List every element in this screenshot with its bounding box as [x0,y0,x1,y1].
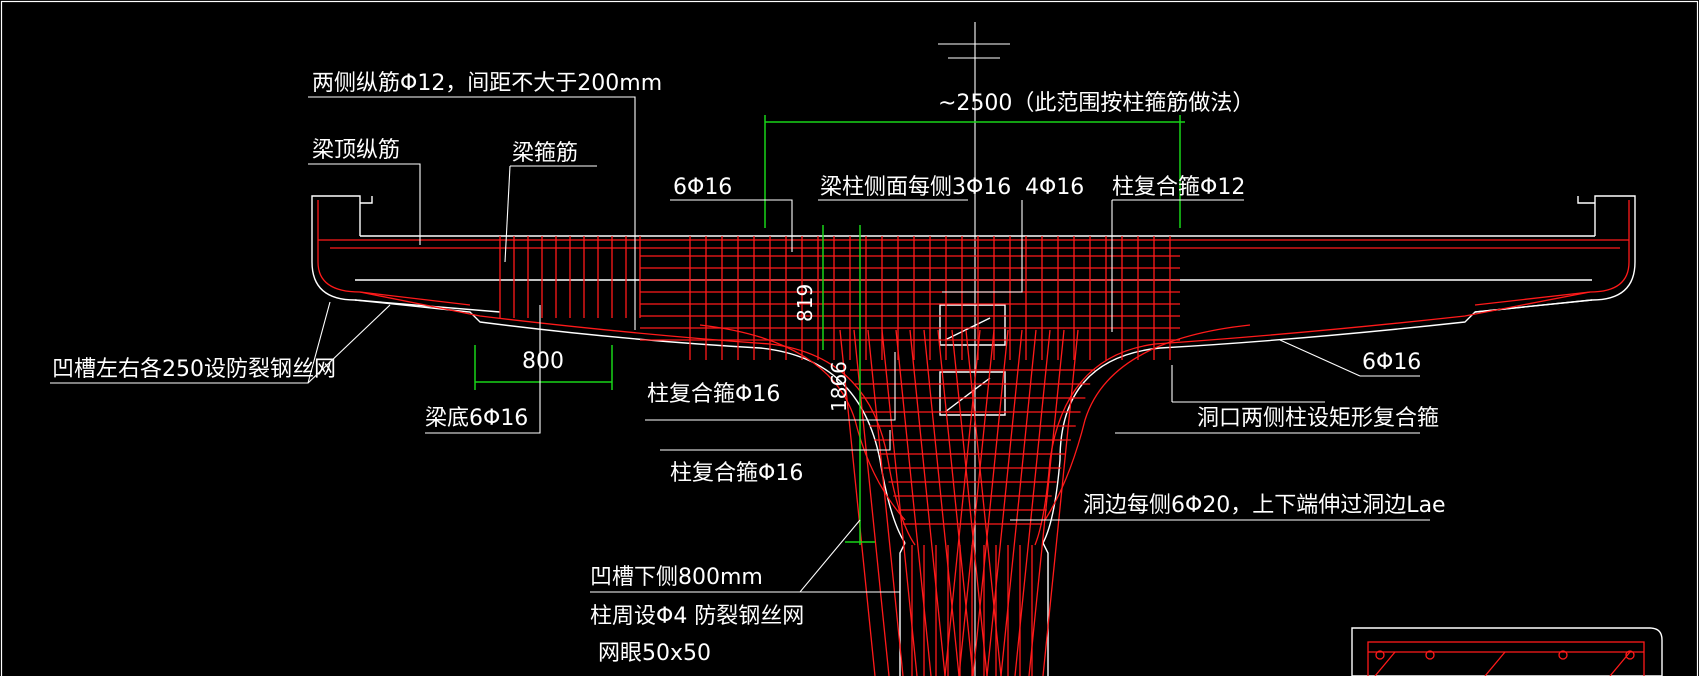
rebar-line [923,329,960,676]
rebar-line [1028,329,1065,676]
label-beam-stirrups: 梁箍筋 [512,141,578,166]
rebar-line [1000,329,1037,676]
label-hole-sides: 洞口两侧柱设矩形复合箍 [1197,406,1439,431]
rebar-line [1042,329,1079,676]
rebar-line [867,329,904,676]
rebar-cage [317,200,1630,676]
label-col-hoop-phi16-b: 柱复合箍Φ16 [670,461,803,486]
label-col-mesh: 柱周设Φ4 防裂钢丝网 [590,604,804,629]
label-span-range: ~2500（此范围按柱箍筋做法） [938,91,1254,116]
label-4phi16: 4Φ16 [1025,175,1084,200]
label-dim-1866: 1866 [827,361,851,412]
label-6phi16-top: 6Φ16 [673,175,732,200]
rebar-line [895,329,932,676]
label-groove-mesh: 凹槽左右各250设防裂钢丝网 [52,357,336,382]
label-mesh-size: 网眼50x50 [598,641,711,666]
rebar-line [881,329,918,676]
rebar-line [951,329,988,676]
label-beam-top-bars: 梁顶纵筋 [312,138,400,163]
label-col-hoop-phi16-a: 柱复合箍Φ16 [647,382,780,407]
label-6phi16-right: 6Φ16 [1362,350,1421,375]
label-beam-bottom: 梁底6Φ16 [425,406,528,431]
rebar-line [937,329,974,676]
leader-lines [50,96,1430,593]
rebar-line [986,329,1023,676]
rebar-line [839,329,876,676]
label-dim-800: 800 [522,349,564,374]
label-dim-819: 819 [793,284,817,322]
annotations: 两侧纵筋Φ12，间距不大于200mm 梁顶纵筋 梁箍筋 ~2500（此范围按柱箍… [52,71,1446,666]
centerline [938,22,1010,676]
rebar-line [944,329,981,676]
section-detail [1351,627,1663,676]
rebar-line [972,329,1009,676]
rebar-line [958,329,995,676]
rebar-line [1014,329,1051,676]
label-col-hoop-phi12: 柱复合箍Φ12 [1112,175,1245,200]
label-groove-below: 凹槽下侧800mm [590,565,763,590]
rebar-line [909,329,946,676]
label-beam-col-side: 梁柱侧面每侧3Φ16 [820,175,1011,200]
dimension-lines [474,115,1185,545]
label-hole-edge: 洞边每侧6Φ20，上下端伸过洞边Lae [1083,493,1446,518]
label-side-long-bars: 两侧纵筋Φ12，间距不大于200mm [312,71,662,96]
rebar-line [965,329,1002,676]
